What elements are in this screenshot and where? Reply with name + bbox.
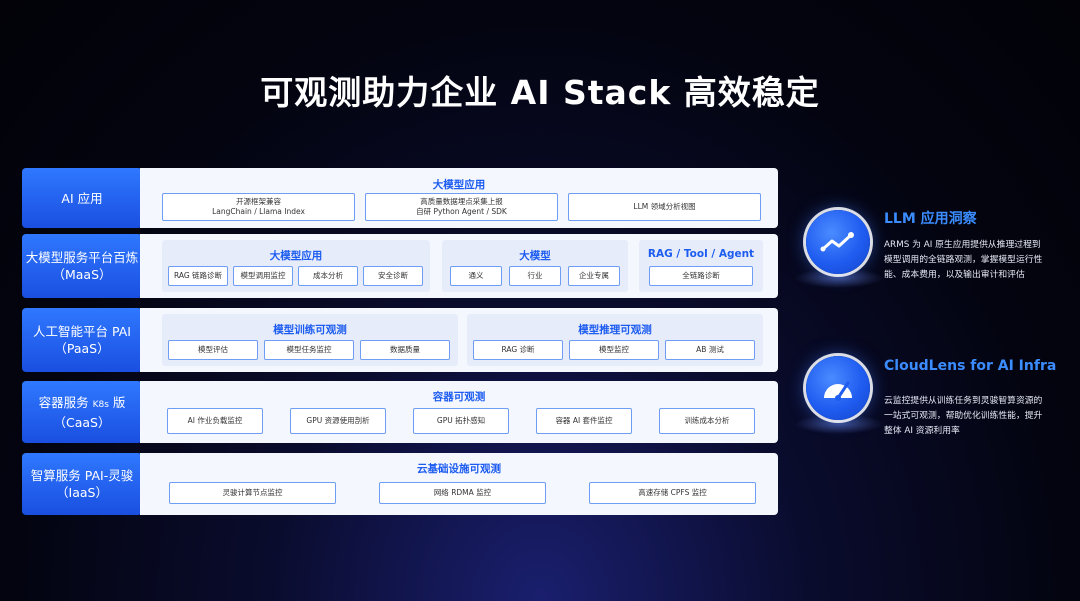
group-title: RAG / Tool / Agent: [647, 248, 755, 260]
layer-label-paas: 人工智能平台 PAI （PaaS）: [22, 308, 142, 372]
feature-box: 网络 RDMA 监控: [379, 482, 546, 504]
layer-content-iaas: 云基础设施可观测 灵骏计算节点监控 网络 RDMA 监控 高速存储 CPFS 监…: [140, 453, 778, 515]
feature-box: AI 作业负载监控: [167, 408, 263, 434]
feature-box: 模型评估: [168, 340, 258, 360]
group-title: 大模型: [519, 250, 551, 262]
feature-box: 模型监控: [569, 340, 659, 360]
side-heading-cloudlens: CloudLens for AI Infra: [884, 358, 1057, 374]
feature-box: 高速存储 CPFS 监控: [589, 482, 756, 504]
layer-content-maas: 大模型应用 RAG 链路诊断 模型调用监控 成本分析 安全诊断 大模型 通义 行…: [140, 234, 778, 298]
section-title: 大模型应用: [432, 179, 486, 191]
feature-box: 全链路诊断: [649, 266, 753, 286]
feature-box: 模型调用监控: [233, 266, 293, 286]
feature-box: 企业专属: [568, 266, 620, 286]
feature-box: AB 测试: [665, 340, 755, 360]
feature-box: RAG 链路诊断: [168, 266, 228, 286]
feature-box: 成本分析: [298, 266, 358, 286]
layer-caas: 容器服务 K8s 版 （CaaS） 容器可观测 AI 作业负载监控 GPU 资源…: [22, 381, 778, 443]
feature-box: LLM 领域分析视图: [568, 193, 761, 221]
layer-paas: 人工智能平台 PAI （PaaS） 模型训练可观测 模型评估 模型任务监控 数据…: [22, 308, 778, 372]
section-title: 容器可观测: [432, 391, 486, 403]
line-chart-icon: [806, 210, 870, 274]
feature-box: 通义: [450, 266, 502, 286]
side-desc-cloudlens: 云监控提供从训练任务到灵骏智算资源的 一站式可观测，帮助优化训练性能，提升 整体…: [884, 396, 1043, 436]
layer-content-paas: 模型训练可观测 模型评估 模型任务监控 数据质量 模型推理可观测 RAG 诊断 …: [140, 308, 778, 372]
section-title: 云基础设施可观测: [417, 463, 501, 475]
layer-label-iaas: 智算服务 PAI-灵骏 （IaaS）: [22, 453, 142, 515]
feature-box: 高质量数据埋点采集上报自研 Python Agent / SDK: [365, 193, 558, 221]
feature-box: 容器 AI 套件监控: [536, 408, 632, 434]
feature-box: 模型任务监控: [264, 340, 354, 360]
icon-glow: [794, 414, 884, 434]
group-llm-app: 大模型应用 RAG 链路诊断 模型调用监控 成本分析 安全诊断: [162, 240, 430, 292]
group-rag-tool-agent: RAG / Tool / Agent 全链路诊断: [639, 240, 763, 292]
feature-box: 安全诊断: [363, 266, 423, 286]
feature-box: GPU 资源使用剖析: [290, 408, 386, 434]
page-title: 可观测助力企业 AI Stack 高效稳定: [260, 73, 820, 112]
layer-label-ai-app: AI 应用: [22, 168, 142, 228]
layer-label-maas: 大模型服务平台百炼 （MaaS）: [22, 234, 142, 298]
group-training: 模型训练可观测 模型评估 模型任务监控 数据质量: [162, 314, 458, 366]
feature-box: 数据质量: [360, 340, 450, 360]
side-heading-llm: LLM 应用洞察: [884, 211, 977, 227]
layer-maas: 大模型服务平台百炼 （MaaS） 大模型应用 RAG 链路诊断 模型调用监控 成…: [22, 234, 778, 298]
icon-glow: [794, 268, 884, 288]
feature-box: GPU 拓扑感知: [413, 408, 509, 434]
gauge-icon: [806, 356, 870, 420]
layer-iaas: 智算服务 PAI-灵骏 （IaaS） 云基础设施可观测 灵骏计算节点监控 网络 …: [22, 453, 778, 515]
feature-box: 行业: [509, 266, 561, 286]
feature-box: RAG 诊断: [473, 340, 563, 360]
layer-label-caas: 容器服务 K8s 版 （CaaS）: [22, 381, 142, 443]
feature-box: 训练成本分析: [659, 408, 755, 434]
group-title: 模型训练可观测: [273, 324, 347, 336]
group-inference: 模型推理可观测 RAG 诊断 模型监控 AB 测试: [467, 314, 763, 366]
feature-box: 灵骏计算节点监控: [169, 482, 336, 504]
group-title: 大模型应用: [269, 250, 323, 262]
group-llm: 大模型 通义 行业 企业专属: [442, 240, 628, 292]
layer-content-caas: 容器可观测 AI 作业负载监控 GPU 资源使用剖析 GPU 拓扑感知 容器 A…: [140, 381, 778, 443]
group-title: 模型推理可观测: [578, 324, 652, 336]
side-desc-llm: ARMS 为 AI 原生应用提供从推理过程到 模型调用的全链路观测，掌握模型运行…: [884, 240, 1043, 280]
